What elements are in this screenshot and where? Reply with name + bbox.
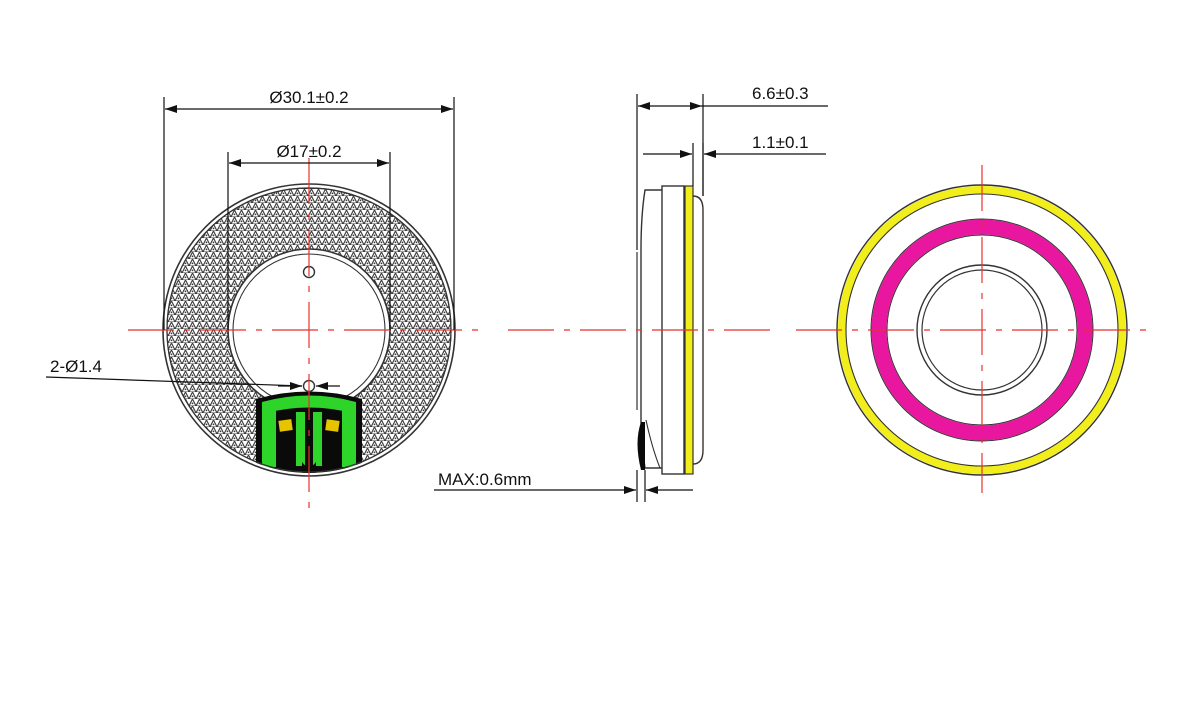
thickness-label: 6.6±0.3 bbox=[752, 84, 809, 103]
side-protrusion bbox=[637, 422, 645, 470]
holes-leader-line bbox=[45, 376, 303, 387]
side-view: 6.6±0.3 1.1±0.1 MAX:0.6mm bbox=[434, 84, 828, 502]
holes-label: 2-Ø1.4 bbox=[50, 357, 102, 376]
side-front-edge bbox=[692, 195, 704, 465]
front-view: Ø30.1±0.2 Ø17±0.2 2-Ø1.4 bbox=[45, 88, 478, 512]
max-protrusion-label: MAX:0.6mm bbox=[438, 470, 532, 489]
back-view bbox=[796, 165, 1146, 493]
outer-diameter-label: Ø30.1±0.2 bbox=[269, 88, 348, 107]
rim-thickness-label: 1.1±0.1 bbox=[752, 133, 809, 152]
solder-pad-left bbox=[278, 419, 293, 432]
solder-pad-right bbox=[325, 419, 340, 432]
inner-diameter-label: Ø17±0.2 bbox=[276, 142, 341, 161]
